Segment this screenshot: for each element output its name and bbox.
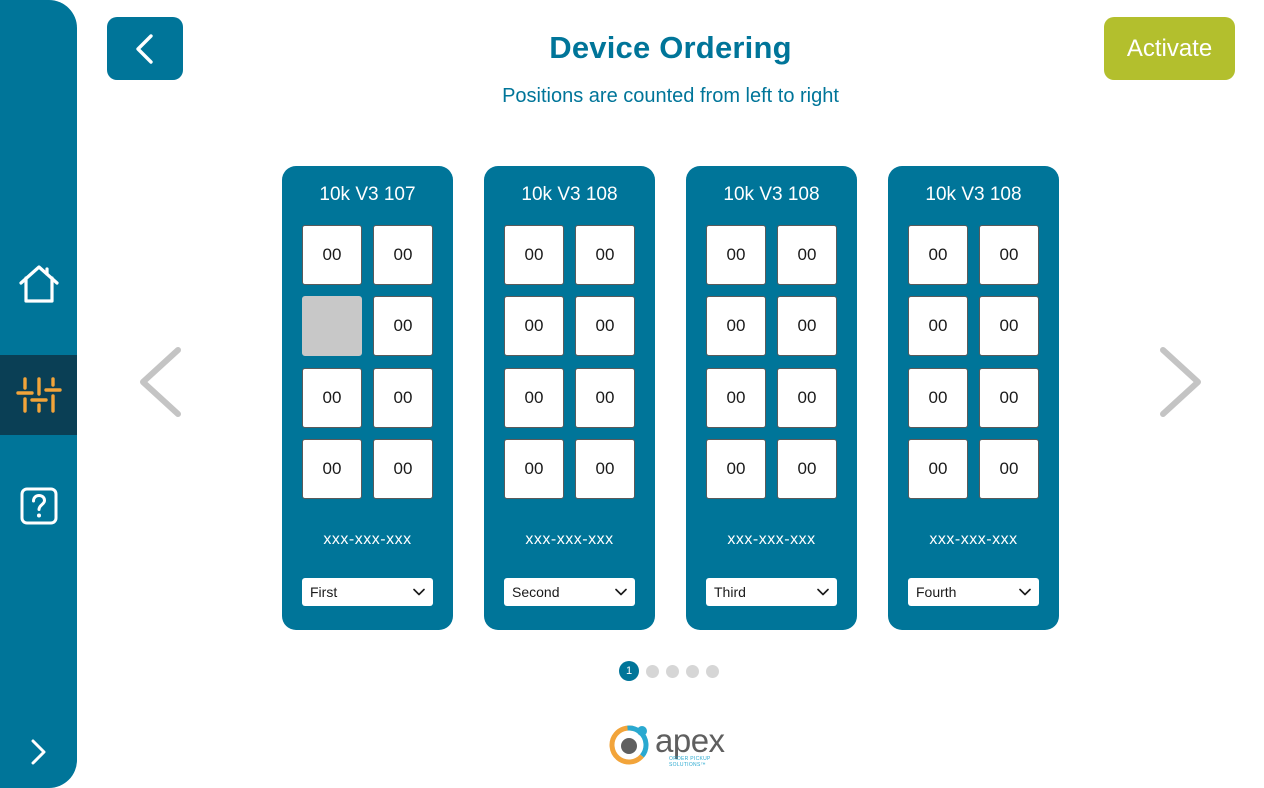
slot-cell[interactable]: 00 <box>777 296 837 356</box>
position-select-value: Second <box>512 584 560 600</box>
slot-cell[interactable]: 00 <box>302 368 362 428</box>
sidebar-expand-button[interactable] <box>0 712 77 788</box>
chevron-left-icon <box>136 33 153 64</box>
chevron-down-icon <box>413 588 425 596</box>
position-select[interactable]: Third <box>706 578 837 606</box>
help-icon <box>20 487 57 525</box>
empty-slot[interactable] <box>302 296 362 356</box>
sidebar-item-home[interactable] <box>0 244 77 324</box>
device-serial: xxx-xxx-xxx <box>929 531 1018 548</box>
position-select[interactable]: Second <box>504 578 635 606</box>
position-select[interactable]: Fourth <box>908 578 1039 606</box>
carousel-prev-button[interactable] <box>133 345 189 419</box>
slot-cell[interactable]: 00 <box>373 368 433 428</box>
chevron-right-icon <box>31 739 45 765</box>
slot-cell[interactable]: 00 <box>706 439 766 499</box>
device-name: 10k V3 107 <box>319 184 416 205</box>
slot-cell[interactable]: 00 <box>504 368 564 428</box>
slot-cell[interactable]: 00 <box>777 225 837 285</box>
sidebar-item-settings[interactable] <box>0 355 77 435</box>
slot-cell[interactable]: 00 <box>777 439 837 499</box>
slot-cell[interactable]: 00 <box>908 296 968 356</box>
device-serial: xxx-xxx-xxx <box>323 531 412 548</box>
page-title: Device Ordering <box>549 30 792 65</box>
sidebar <box>0 0 77 788</box>
pagination-dot[interactable] <box>666 664 679 678</box>
chevron-left-icon <box>140 347 181 417</box>
slot-cell[interactable]: 00 <box>302 439 362 499</box>
device-name: 10k V3 108 <box>925 184 1022 205</box>
position-select-value: Fourth <box>916 584 957 600</box>
slot-cell[interactable]: 00 <box>302 225 362 285</box>
chevron-down-icon <box>1019 588 1031 596</box>
activate-button[interactable]: Activate <box>1104 17 1235 80</box>
pagination-dot[interactable] <box>706 664 719 678</box>
slot-cell[interactable]: 00 <box>373 225 433 285</box>
slot-cell[interactable]: 00 <box>979 439 1039 499</box>
logo-wordmark: apex <box>655 722 725 759</box>
slot-cell[interactable]: 00 <box>504 296 564 356</box>
chevron-right-icon <box>1160 347 1201 417</box>
slot-cell[interactable]: 00 <box>575 368 635 428</box>
slot-cell[interactable]: 00 <box>575 296 635 356</box>
slot-cell[interactable]: 00 <box>979 368 1039 428</box>
position-select-value: Third <box>714 584 746 600</box>
chevron-down-icon <box>817 588 829 596</box>
slot-cell[interactable]: 00 <box>504 439 564 499</box>
sliders-icon <box>15 377 62 413</box>
slot-cell[interactable]: 00 <box>777 368 837 428</box>
chevron-down-icon <box>615 588 627 596</box>
slot-cell[interactable]: 00 <box>373 439 433 499</box>
pagination-dot[interactable] <box>686 664 699 678</box>
back-button[interactable] <box>107 17 183 80</box>
slot-cell[interactable]: 00 <box>575 225 635 285</box>
position-select[interactable]: First <box>302 578 433 606</box>
sidebar-item-help[interactable] <box>0 466 77 546</box>
slot-cell[interactable]: 00 <box>979 296 1039 356</box>
slot-cell[interactable]: 00 <box>979 225 1039 285</box>
device-serial: xxx-xxx-xxx <box>727 531 816 548</box>
logo-tagline: ORDER PICKUP SOLUTIONS™ <box>669 756 711 768</box>
carousel-next-button[interactable] <box>1152 345 1208 419</box>
slot-cell[interactable]: 00 <box>908 439 968 499</box>
slot-cell[interactable]: 00 <box>575 439 635 499</box>
slot-cell[interactable]: 00 <box>908 368 968 428</box>
slot-cell[interactable]: 00 <box>908 225 968 285</box>
carousel-pagination: 1 <box>619 661 719 681</box>
pagination-dot-active[interactable]: 1 <box>619 661 639 681</box>
slot-cell[interactable]: 00 <box>373 296 433 356</box>
position-select-value: First <box>310 584 338 600</box>
home-icon <box>18 265 59 303</box>
slot-cell[interactable]: 00 <box>504 225 564 285</box>
slot-cell[interactable]: 00 <box>706 296 766 356</box>
device-name: 10k V3 108 <box>521 184 618 205</box>
page-subtitle: Positions are counted from left to right <box>502 85 839 107</box>
pagination-dot[interactable] <box>646 664 659 678</box>
device-serial: xxx-xxx-xxx <box>525 531 614 548</box>
device-name: 10k V3 108 <box>723 184 820 205</box>
apex-logo-mark <box>609 725 649 765</box>
apex-logo: apex ORDER PICKUP SOLUTIONS™ <box>607 720 739 770</box>
slot-cell[interactable]: 00 <box>706 225 766 285</box>
slot-cell[interactable]: 00 <box>706 368 766 428</box>
